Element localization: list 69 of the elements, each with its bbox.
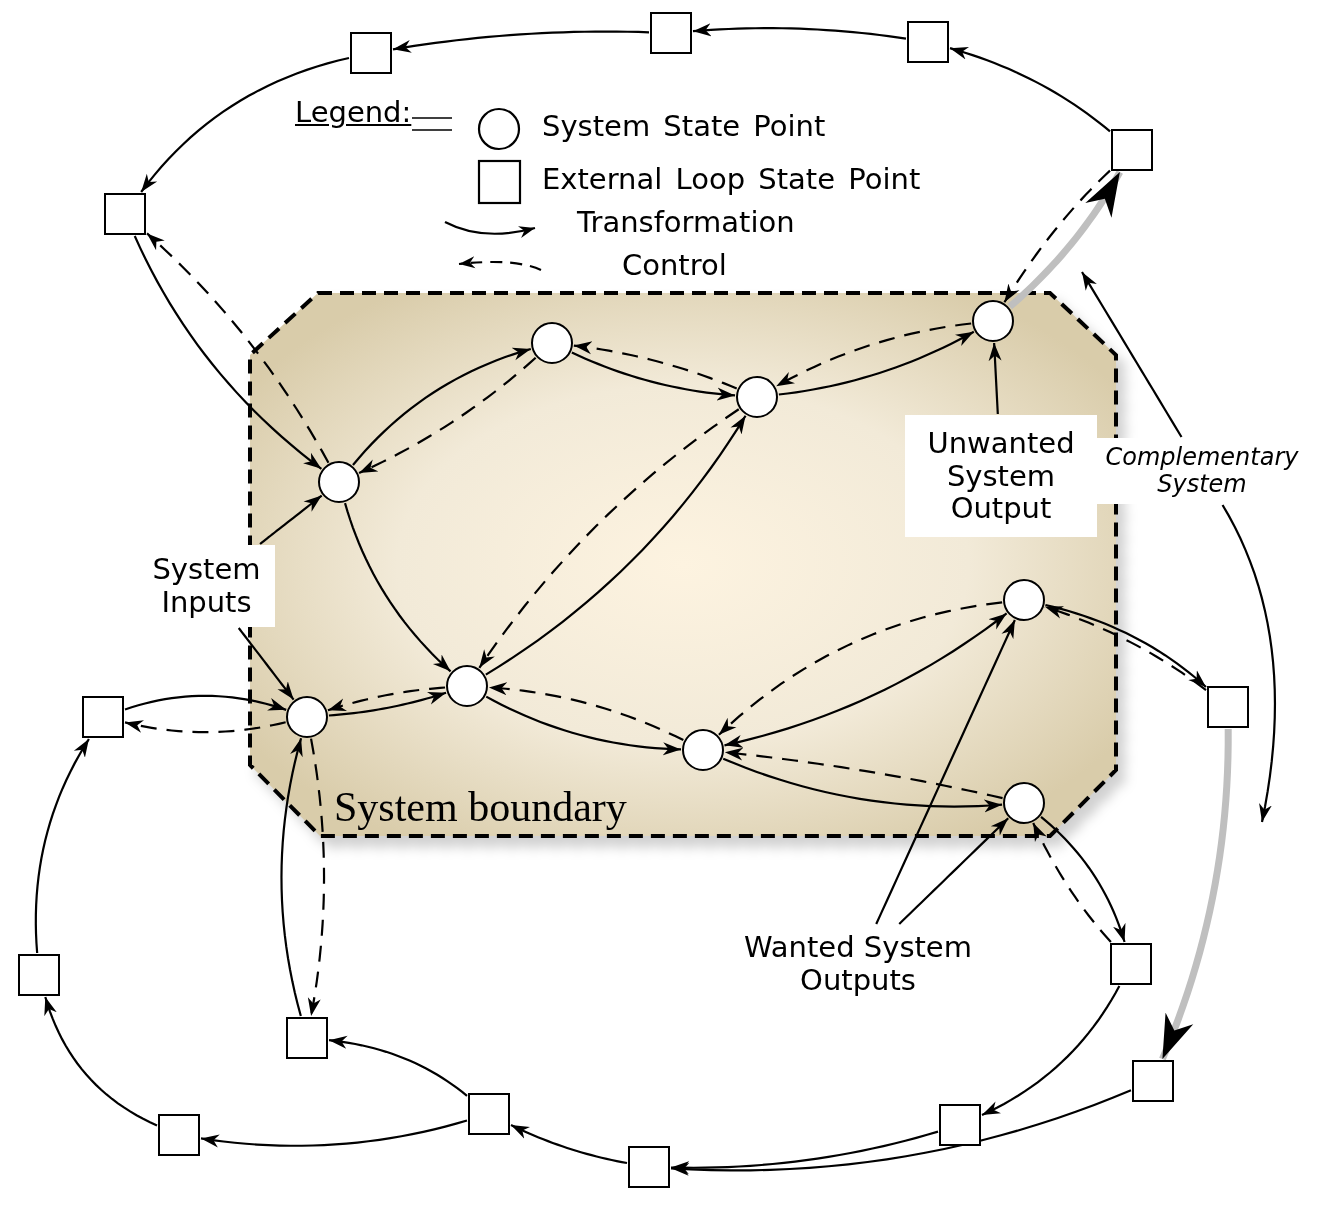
arrow xyxy=(34,738,90,954)
arrow xyxy=(671,1130,939,1175)
annotation-text: Complementary System xyxy=(1104,443,1300,499)
dashed-arrow xyxy=(327,686,446,712)
arrow xyxy=(898,817,1009,925)
arrow xyxy=(485,695,682,756)
arrow xyxy=(988,342,1002,415)
dashed-arrow xyxy=(724,747,1003,800)
dashed-arrow xyxy=(1003,169,1111,303)
annotation-text: System Inputs xyxy=(151,553,262,619)
arrow xyxy=(280,737,303,1017)
arrow xyxy=(328,1035,468,1097)
arrow xyxy=(692,23,907,40)
state-point-square xyxy=(907,21,949,63)
arrow xyxy=(670,1089,1132,1176)
arrow xyxy=(1221,504,1277,823)
arrow xyxy=(328,691,447,717)
dashed-arrow xyxy=(124,720,286,734)
dashed-arrow xyxy=(718,601,1003,736)
dashed-arrow xyxy=(1032,822,1112,943)
state-point-square xyxy=(350,32,392,74)
arrow xyxy=(1081,271,1183,438)
arrow xyxy=(722,757,1003,813)
dashed-arrow xyxy=(775,322,972,388)
boundary-label: System boundary xyxy=(334,783,627,831)
legend-label: External Loop State Point xyxy=(542,165,921,194)
arrow xyxy=(352,347,532,466)
state-point-square xyxy=(1132,1060,1174,1102)
arrow xyxy=(875,619,1016,925)
dashed-arrow xyxy=(307,738,326,1017)
legend-label: Control xyxy=(622,251,727,280)
state-point-square xyxy=(939,1104,981,1146)
arrow xyxy=(140,56,350,193)
arrow xyxy=(44,996,158,1127)
arrow xyxy=(949,46,1111,133)
state-point-square xyxy=(650,12,692,54)
legend-label: Transformation xyxy=(577,208,795,237)
state-point-square xyxy=(468,1093,510,1135)
arrow xyxy=(724,612,1008,748)
state-point-square xyxy=(1111,129,1153,171)
annotation-text: Wanted System Outputs xyxy=(743,931,973,997)
arrow xyxy=(1007,170,1123,310)
annotation-text: Unwanted System Output xyxy=(926,426,1076,526)
arrow xyxy=(237,627,295,701)
arrow xyxy=(392,30,650,53)
state-point-square xyxy=(104,193,146,235)
arrow xyxy=(571,351,736,401)
arrow xyxy=(200,1119,468,1148)
legend-label: System State Point xyxy=(542,112,826,141)
state-point-square xyxy=(1207,686,1249,728)
state-point-square xyxy=(286,1017,328,1059)
label-background xyxy=(905,415,1097,537)
state-point-square xyxy=(82,696,124,738)
arrow xyxy=(981,985,1121,1116)
state-point-square xyxy=(18,954,60,996)
dashed-arrow xyxy=(573,341,738,390)
arrow xyxy=(510,1123,628,1165)
legend-heading: Legend: xyxy=(295,98,412,127)
arrow xyxy=(343,502,452,673)
arrow xyxy=(1159,729,1232,1061)
state-point-square xyxy=(158,1114,200,1156)
dashed-arrow xyxy=(488,682,684,742)
state-point-square xyxy=(628,1146,670,1188)
arrow xyxy=(1040,816,1126,943)
state-point-square xyxy=(1110,943,1152,985)
dashed-arrow xyxy=(358,356,537,474)
arrow xyxy=(259,494,323,545)
arrow xyxy=(778,330,975,396)
arrow xyxy=(124,694,287,711)
